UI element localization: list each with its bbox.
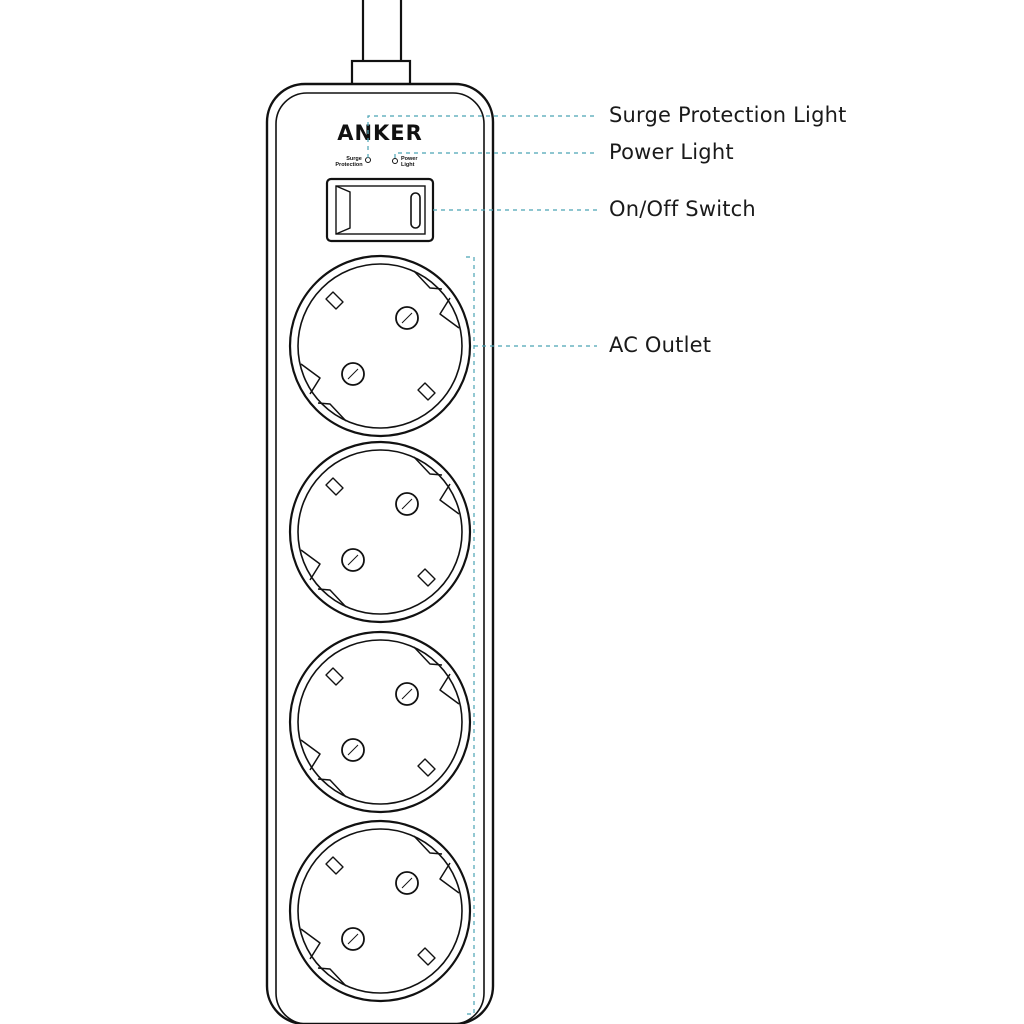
outlet-bracket (466, 256, 475, 1015)
power-light-leader (394, 152, 597, 158)
ac-outlet (288, 630, 472, 814)
power-light-label: Power Light (609, 140, 734, 164)
surge-indicator-label-1: Surge (346, 156, 362, 162)
power-light (392, 158, 398, 164)
surge-indicator-label-2: Protection (335, 162, 363, 168)
surge-protection-light (365, 157, 371, 163)
ac-outlet (288, 254, 472, 438)
ac-outlet (288, 440, 472, 624)
surge-light-leader (367, 115, 597, 158)
power-cord (350, 0, 412, 89)
on-off-switch[interactable] (325, 177, 435, 243)
ac-outlets (288, 254, 472, 1003)
on-off-switch-label: On/Off Switch (609, 197, 756, 221)
brand-logo: ANKER (337, 121, 423, 145)
surge-protection-light-label: Surge Protection Light (609, 103, 847, 127)
ac-outlet-label: AC Outlet (609, 333, 712, 357)
power-indicator-label-2: Light (401, 162, 415, 168)
ac-outlet (288, 819, 472, 1003)
leader-lines (367, 115, 597, 1015)
power-indicator-label-1: Power (401, 156, 418, 162)
